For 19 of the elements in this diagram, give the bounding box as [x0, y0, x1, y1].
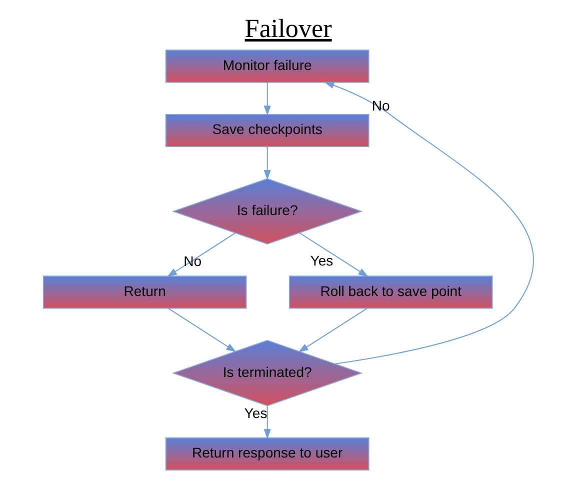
arrow — [298, 232, 368, 276]
arrow — [298, 308, 367, 352]
arrow — [324, 81, 533, 364]
edge-label: Yes — [310, 252, 333, 268]
node-box: Monitor failure — [164, 49, 369, 82]
arrow — [263, 146, 270, 180]
node-box: Return — [42, 275, 246, 308]
arrow — [263, 406, 270, 439]
edge-label: Yes — [244, 404, 267, 420]
diagram-title: Failover — [244, 13, 332, 42]
node-diamond: Is failure? — [171, 178, 362, 244]
node-box: Return response to user — [164, 436, 369, 470]
edge-label: No — [371, 97, 390, 114]
node-diamond: Is terminated? — [171, 339, 362, 406]
arrow — [168, 308, 236, 352]
arrow — [263, 82, 270, 116]
node-box: Roll back to save point — [288, 275, 492, 308]
arrow — [166, 232, 235, 276]
node-box: Save checkpoints — [164, 113, 369, 147]
